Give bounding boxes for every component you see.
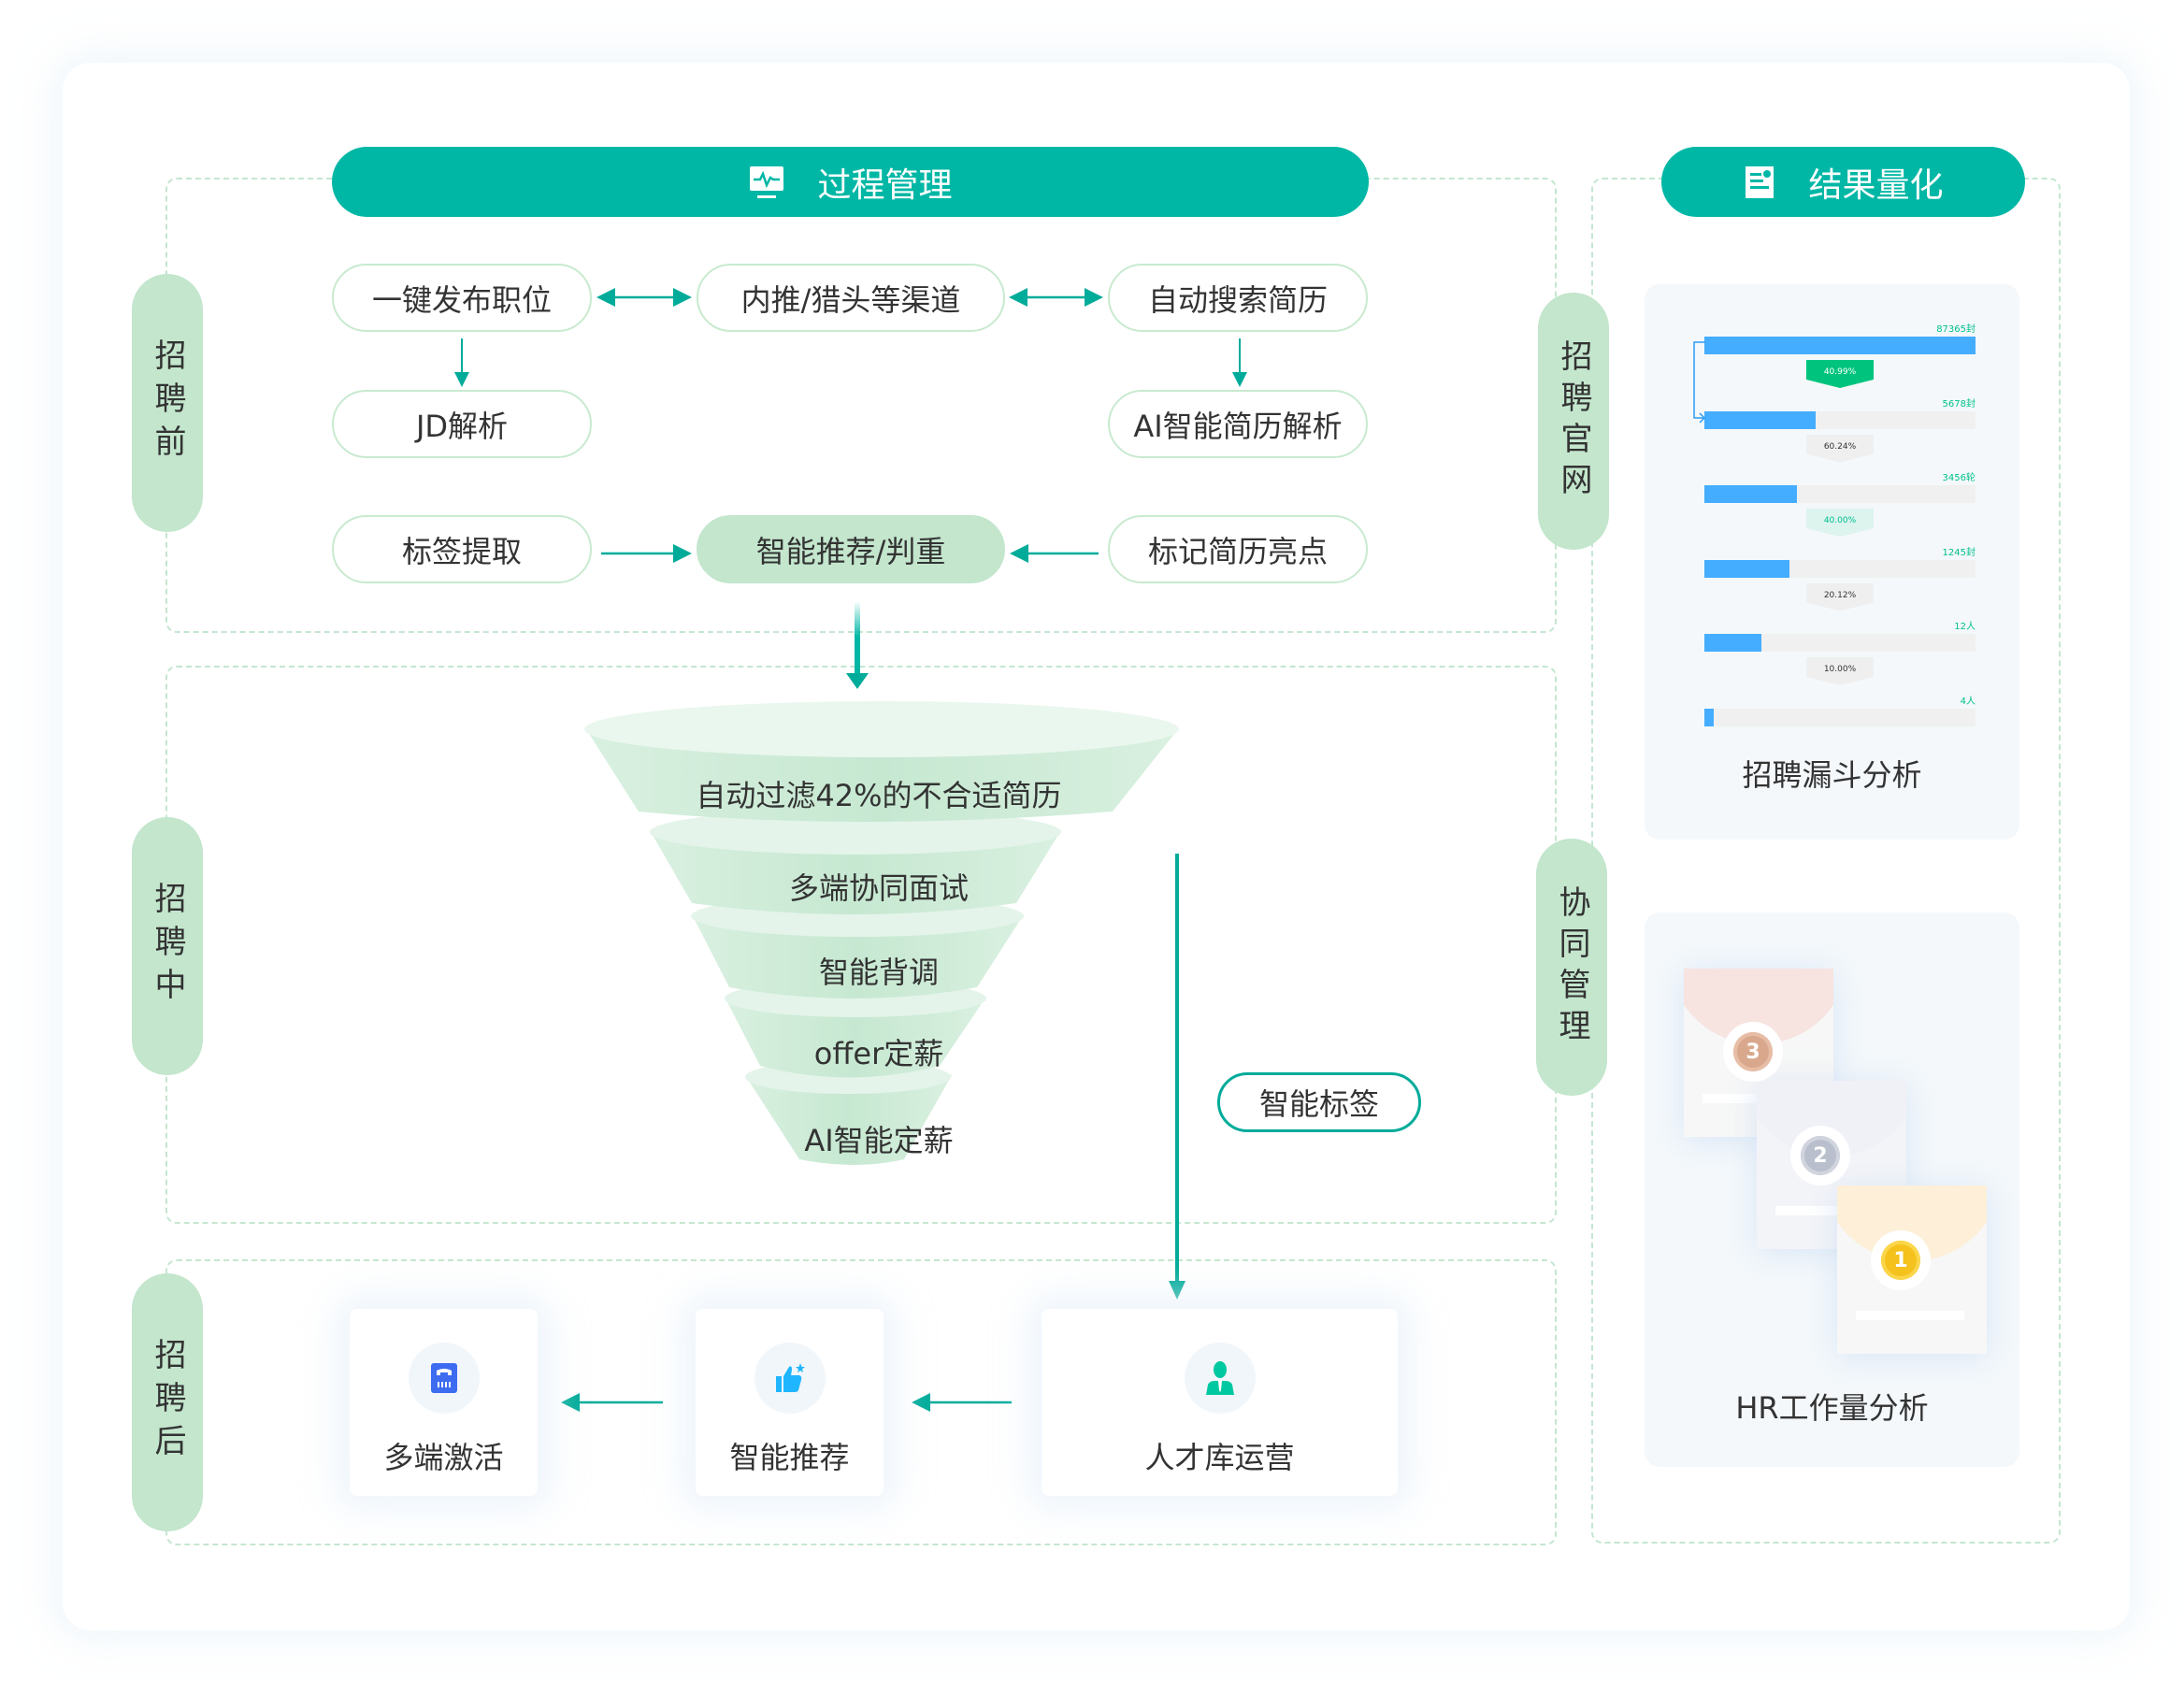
funnel-stage-2: 多端协同面试 (788, 870, 969, 906)
funnel-row-label: 4人 (1960, 696, 1976, 707)
funnel-stage-3: 智能背调 (818, 955, 939, 990)
card-talent-pool[interactable]: 人才库运营 (1042, 1309, 1398, 1496)
hiring-funnel: 自动过滤42%的不合适简历 多端协同面试 智能背调 offer定薪 AI智能定薪 (575, 692, 1183, 1178)
funnel-conversion-rate: 10.00% (1806, 657, 1874, 685)
funnel-row-bar (1704, 634, 1761, 652)
funnel-row-bar (1704, 337, 1976, 354)
funnel-row-label: 1245封 (1942, 547, 1976, 558)
node-channels[interactable]: 内推/猎头等渠道 (697, 264, 1005, 332)
funnel-row-track (1704, 485, 1976, 503)
funnel-top-rim (584, 701, 1179, 757)
process-management-header: 过程管理 (332, 147, 1369, 217)
stage-collab-label: 协同管理 (1553, 884, 1590, 1050)
funnel-conversion-rate: 20.12% (1806, 582, 1874, 611)
result-quantify-title: 结果量化 (1808, 165, 1944, 205)
funnel-row-bar (1704, 485, 1797, 503)
funnel-row-label: 12人 (1954, 622, 1976, 632)
stage-after-pill: 招聘后 (132, 1273, 203, 1531)
stage-after-label: 招聘后 (149, 1338, 186, 1467)
funnel-analysis-chart: 87365封 5678封 3456轮 1245封 12人 4人 40.99% 60.24% 40… (1645, 284, 2019, 733)
node-ai-parse-label: AI智能简历解析 (1133, 408, 1343, 444)
node-recommend-dedupe-label: 智能推荐/判重 (755, 533, 946, 569)
result-quantify-header: 结果量化 (1661, 147, 2025, 217)
monitor-pulse-icon (748, 164, 785, 201)
funnel-analysis-title: 招聘漏斗分析 (1742, 757, 1922, 793)
funnel-row-track (1704, 559, 1976, 578)
gold-medal-icon: 1 (1871, 1230, 1931, 1290)
node-jd-parse-label: JD解析 (415, 408, 509, 444)
stage-during-label: 招聘中 (149, 882, 186, 1011)
funnel-stage-4: offer定薪 (813, 1036, 944, 1071)
funnel-row-track (1704, 708, 1976, 726)
funnel-conversion-rate: 60.24% (1806, 434, 1874, 463)
stage-during-pill: 招聘中 (132, 817, 203, 1075)
funnel-stage-5: AI智能定薪 (804, 1123, 954, 1158)
card-talent-pool-label: 人才库运营 (1144, 1440, 1295, 1475)
card-smart-recommend-label: 智能推荐 (729, 1440, 850, 1475)
stage-collab-pill: 协同管理 (1536, 839, 1607, 1096)
node-recommend-dedupe[interactable]: 智能推荐/判重 (697, 515, 1005, 583)
process-management-title: 过程管理 (817, 165, 953, 205)
funnel-row-bar (1704, 410, 1816, 429)
node-auto-search-label: 自动搜索简历 (1147, 281, 1328, 318)
card-multi-activate[interactable]: 多端激活 (350, 1309, 538, 1496)
bronze-medal-icon: 3 (1723, 1022, 1783, 1082)
stage-website-pill: 招聘官网 (1538, 293, 1609, 550)
node-highlight[interactable]: 标记简历亮点 (1108, 515, 1368, 583)
stage-website-label: 招聘官网 (1555, 338, 1592, 504)
node-channels-label: 内推/猎头等渠道 (740, 281, 961, 318)
node-ai-parse[interactable]: AI智能简历解析 (1108, 390, 1368, 458)
stage-before-label: 招聘前 (149, 338, 186, 467)
funnel-conversion-rate: 40.99% (1806, 360, 1874, 388)
funnel-row-label: 5678封 (1942, 398, 1976, 409)
funnel-row-bar (1704, 559, 1790, 578)
arrow-recommend-funnel (855, 601, 860, 674)
funnel-stage-1: 自动过滤42%的不合适简历 (696, 778, 1062, 813)
funnel-row-label: 87365封 (1936, 324, 1976, 335)
phone-keypad-icon (408, 1343, 480, 1414)
funnel-loop-arrow (1693, 341, 1706, 424)
stage-before-pill: 招聘前 (132, 274, 203, 532)
business-person-icon (1184, 1343, 1256, 1414)
funnel-row-track (1704, 337, 1976, 354)
node-tag-extract[interactable]: 标签提取 (332, 515, 592, 583)
node-publish-job-label: 一键发布职位 (371, 281, 552, 318)
node-highlight-label: 标记简历亮点 (1147, 533, 1328, 569)
funnel-row-track (1704, 410, 1976, 429)
funnel-row-track (1704, 634, 1976, 652)
funnel-analysis-panel: 87365封 5678封 3456轮 1245封 12人 4人 40.99% 60.24% 40… (1645, 284, 2019, 840)
funnel-conversion-rate: 40.00% (1806, 509, 1874, 537)
report-icon (1743, 164, 1776, 201)
card-smart-recommend[interactable]: 智能推荐 (696, 1309, 884, 1496)
funnel-row-label: 3456轮 (1942, 473, 1976, 483)
node-tag-extract-label: 标签提取 (401, 533, 522, 569)
hr-workload-panel: 3 2 1 HR工作量分析 (1645, 912, 2019, 1467)
silver-medal-icon: 2 (1790, 1126, 1850, 1185)
card-multi-activate-label: 多端激活 (383, 1440, 504, 1475)
node-jd-parse[interactable]: JD解析 (332, 390, 592, 458)
hr-workload-title: HR工作量分析 (1735, 1390, 1929, 1426)
node-auto-search[interactable]: 自动搜索简历 (1108, 264, 1368, 332)
thumbs-up-star-icon (754, 1343, 826, 1414)
node-publish-job[interactable]: 一键发布职位 (332, 264, 592, 332)
smart-tag-label: 智能标签 (1258, 1086, 1379, 1122)
smart-tag-badge[interactable]: 智能标签 (1217, 1072, 1421, 1132)
funnel-row-bar (1704, 708, 1715, 726)
